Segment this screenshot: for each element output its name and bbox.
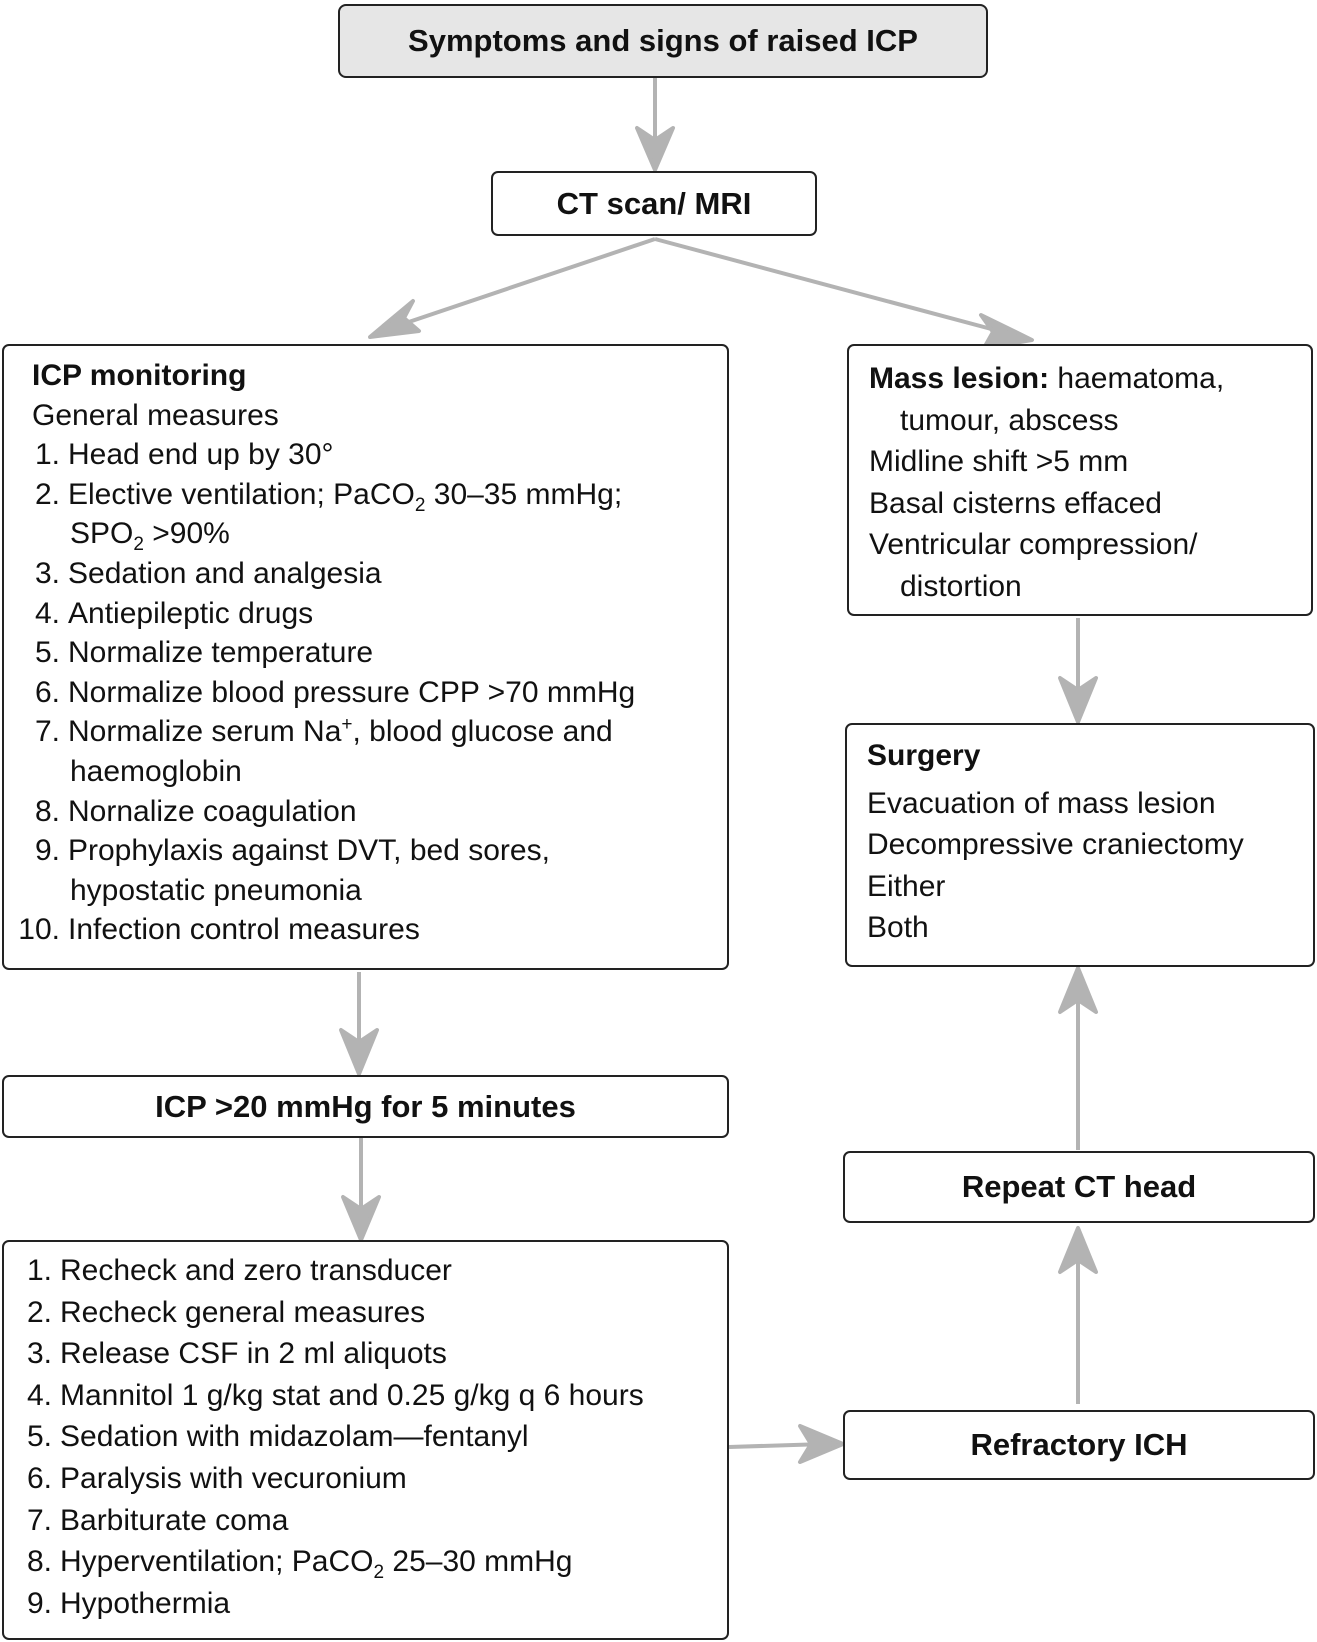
arrow-ct-to-mass bbox=[654, 237, 1011, 336]
monitoring-item: 9. Prophylaxis against DVT, bed sores, bbox=[34, 834, 550, 868]
ct-text: CT scan/ MRI bbox=[556, 185, 752, 221]
monitoring-box: ICP monitoring General measures 1. Head … bbox=[2, 344, 729, 970]
arrowhead bbox=[635, 126, 675, 172]
step-item: 9.Hypothermia bbox=[26, 1586, 231, 1620]
repeat-ct-box: Repeat CT head bbox=[843, 1151, 1315, 1223]
mass-line-5: Ventricular compression/ bbox=[869, 528, 1198, 561]
surgery-item: Both bbox=[867, 911, 929, 944]
mass-line-3: Midline shift >5 mm bbox=[869, 445, 1129, 478]
monitoring-item: 3. Sedation and analgesia bbox=[34, 556, 382, 590]
arrowhead bbox=[798, 1424, 845, 1464]
monitoring-item: 1. Head end up by 30° bbox=[34, 438, 334, 472]
surgery-box: Surgery Evacuation of mass lesion Decomp… bbox=[845, 723, 1315, 967]
arrow-ct-to-monitoring bbox=[384, 237, 656, 332]
icp-threshold-text: ICP >20 mmHg for 5 minutes bbox=[155, 1088, 576, 1124]
surgery-item: Decompressive craniectomy bbox=[867, 828, 1244, 861]
monitoring-item-cont: haemoglobin bbox=[70, 754, 242, 788]
monitoring-heading: ICP monitoring bbox=[32, 359, 247, 392]
icp-threshold-box: ICP >20 mmHg for 5 minutes bbox=[2, 1075, 729, 1138]
monitoring-item: 4. Antiepileptic drugs bbox=[34, 596, 314, 630]
step-item: 3.Release CSF in 2 ml aliquots bbox=[26, 1337, 447, 1371]
surgery-heading: Surgery bbox=[867, 739, 981, 772]
arrowhead bbox=[341, 1195, 381, 1242]
surgery-item: Evacuation of mass lesion bbox=[867, 786, 1216, 820]
arrowhead bbox=[368, 299, 421, 339]
escalation-steps-box: 1.Recheck and zero transducer 2.Recheck … bbox=[2, 1240, 729, 1640]
step-item: 5.Sedation with midazolam—fentanyl bbox=[26, 1420, 529, 1454]
arrowhead bbox=[1058, 676, 1098, 724]
step-item: 6.Paralysis with vecuronium bbox=[26, 1461, 407, 1495]
arrowhead bbox=[339, 1028, 379, 1076]
surgery-item: Either bbox=[867, 869, 946, 903]
refractory-box: Refractory ICH bbox=[843, 1410, 1315, 1480]
arrowhead bbox=[1058, 1226, 1098, 1274]
refractory-text: Refractory ICH bbox=[970, 1427, 1188, 1462]
monitoring-item-cont: hypostatic pneumonia bbox=[70, 873, 362, 907]
monitoring-item: 5. Normalize temperature bbox=[34, 636, 374, 670]
arrowhead bbox=[1058, 966, 1098, 1014]
mass-line-6: distortion bbox=[900, 569, 1022, 603]
title-text: Symptoms and signs of raised ICP bbox=[408, 23, 918, 58]
step-item: 1.Recheck and zero transducer bbox=[26, 1254, 452, 1287]
step-item: 2.Recheck general measures bbox=[26, 1295, 426, 1329]
monitoring-item: 7. Normalize serum Na+, blood glucose an… bbox=[34, 714, 613, 749]
monitoring-item-cont: SPO2 >90% bbox=[70, 517, 230, 556]
mass-line-2: tumour, abscess bbox=[900, 403, 1119, 437]
ct-box: CT scan/ MRI bbox=[491, 171, 817, 236]
monitoring-item: 2. Elective ventilation; PaCO2 30–35 mmH… bbox=[34, 477, 623, 516]
step-item: 8. Hyperventilation; PaCO2 25–30 mmHg bbox=[26, 1545, 573, 1584]
title-box: Symptoms and signs of raised ICP bbox=[338, 4, 988, 78]
mass-lesion-box: Mass lesion: haematoma, tumour, abscess … bbox=[847, 344, 1313, 616]
monitoring-item: 8. Nornalize coagulation bbox=[34, 794, 357, 828]
monitoring-item: 10. Infection control measures bbox=[18, 913, 420, 947]
mass-line-4: Basal cisterns effaced bbox=[869, 486, 1162, 520]
repeat-ct-text: Repeat CT head bbox=[961, 1169, 1197, 1204]
step-item: 7.Barbiturate coma bbox=[26, 1503, 289, 1537]
step-item: 4.Mannitol 1 g/kg stat and 0.25 g/kg q 6… bbox=[26, 1378, 644, 1412]
monitoring-subheading: General measures bbox=[32, 398, 279, 432]
monitoring-item: 6. Normalize blood pressure CPP >70 mmHg bbox=[34, 675, 636, 709]
mass-line-1: Mass lesion: haematoma, bbox=[869, 362, 1225, 395]
